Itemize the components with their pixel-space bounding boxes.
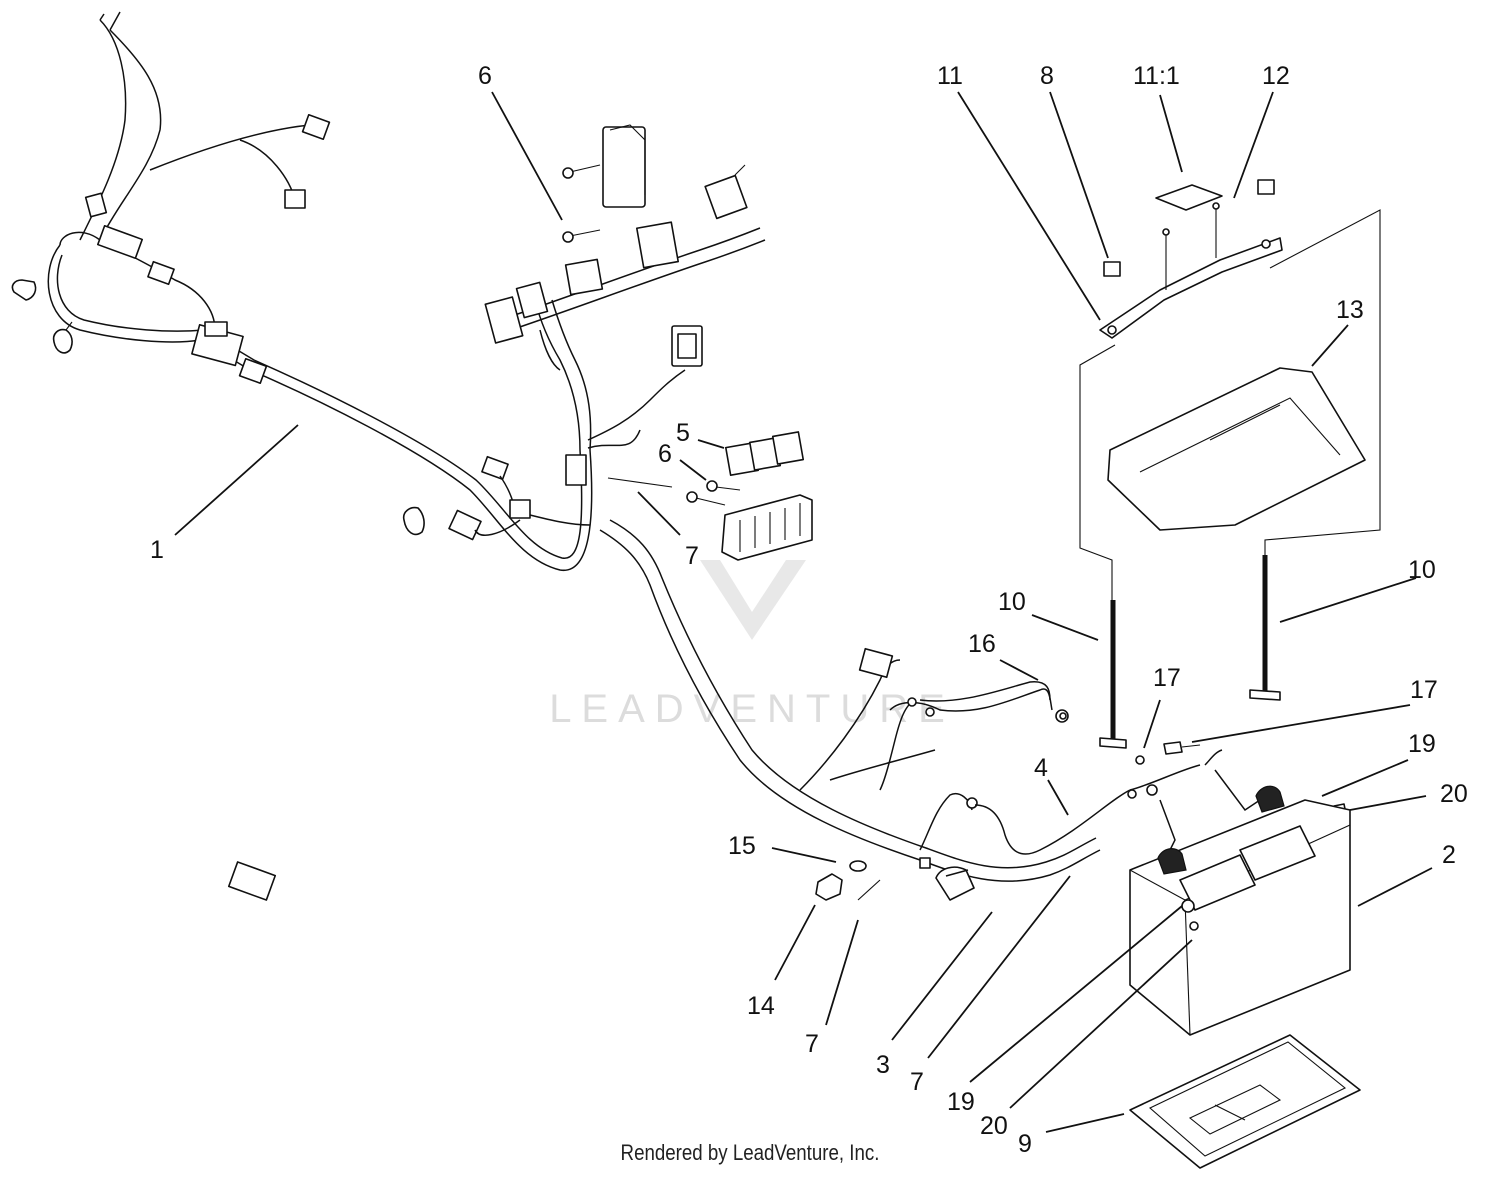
callout-17: 17 bbox=[1410, 676, 1438, 704]
callout-7: 7 bbox=[910, 1068, 924, 1096]
callout-16: 16 bbox=[968, 630, 996, 658]
callout-11-1: 11:1 bbox=[1133, 62, 1180, 90]
battery-tray bbox=[1129, 1034, 1361, 1169]
callout-11: 11 bbox=[937, 62, 963, 90]
battery-hold-down bbox=[1079, 179, 1381, 749]
callout-3: 3 bbox=[876, 1051, 890, 1079]
upper-harness-assembly bbox=[484, 124, 766, 371]
callout-5: 5 bbox=[676, 419, 690, 447]
callout-14: 14 bbox=[747, 992, 775, 1020]
callout-2: 2 bbox=[1442, 841, 1456, 869]
watermark: LEADVENTURE bbox=[549, 560, 955, 731]
callout-7: 7 bbox=[805, 1030, 819, 1058]
callout-20: 20 bbox=[980, 1112, 1008, 1140]
callout-19: 19 bbox=[1408, 730, 1436, 758]
callout-10: 10 bbox=[1408, 556, 1436, 584]
relay-and-fuse-block bbox=[607, 431, 813, 561]
callout-17: 17 bbox=[1153, 664, 1181, 692]
callout-8: 8 bbox=[1040, 62, 1054, 90]
callout-4: 4 bbox=[1034, 754, 1048, 782]
relay-block-icon bbox=[602, 126, 646, 208]
callout-labels: 1 6 5 6 7 11 8 11:1 12 13 10 10 16 17 17… bbox=[150, 62, 1468, 1158]
battery bbox=[1129, 785, 1351, 1036]
callout-6: 6 bbox=[658, 440, 672, 468]
callout-9: 9 bbox=[1018, 1130, 1032, 1158]
callout-7: 7 bbox=[685, 542, 699, 570]
watermark-brand: LEADVENTURE bbox=[549, 687, 955, 731]
callout-15: 15 bbox=[728, 832, 756, 860]
callout-12: 12 bbox=[1262, 62, 1290, 90]
callout-20: 20 bbox=[1440, 780, 1468, 808]
callout-10: 10 bbox=[998, 588, 1026, 616]
callout-13: 13 bbox=[1336, 296, 1364, 324]
callout-19: 19 bbox=[947, 1088, 975, 1116]
main-wiring-harness bbox=[11, 11, 1101, 882]
callout-1: 1 bbox=[150, 536, 164, 564]
render-credit: Rendered by LeadVenture, Inc. bbox=[620, 1140, 880, 1165]
watermark-logo-icon bbox=[700, 560, 806, 640]
callout-6: 6 bbox=[478, 62, 492, 90]
callout-leaders bbox=[174, 91, 1433, 1133]
